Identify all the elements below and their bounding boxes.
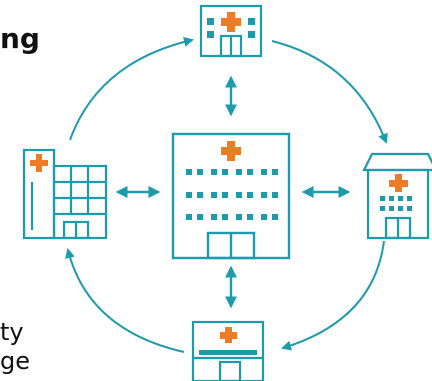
- arc-top-to-right: [271, 40, 388, 144]
- hospital-wing-icon: [22, 148, 108, 240]
- body-text-line-1: ty: [0, 318, 24, 346]
- body-text-line-2: ge: [0, 347, 30, 375]
- arc-right-to-bottom: [281, 240, 385, 351]
- arc-bottom-to-left: [65, 248, 185, 353]
- heading-fragment: ng: [0, 22, 40, 55]
- arc-left-to-top: [69, 36, 194, 141]
- store-clinic-icon: [191, 320, 265, 381]
- pharmacy-icon: [362, 152, 432, 240]
- clinic-icon: [199, 4, 263, 58]
- main-hospital-icon: [171, 132, 291, 260]
